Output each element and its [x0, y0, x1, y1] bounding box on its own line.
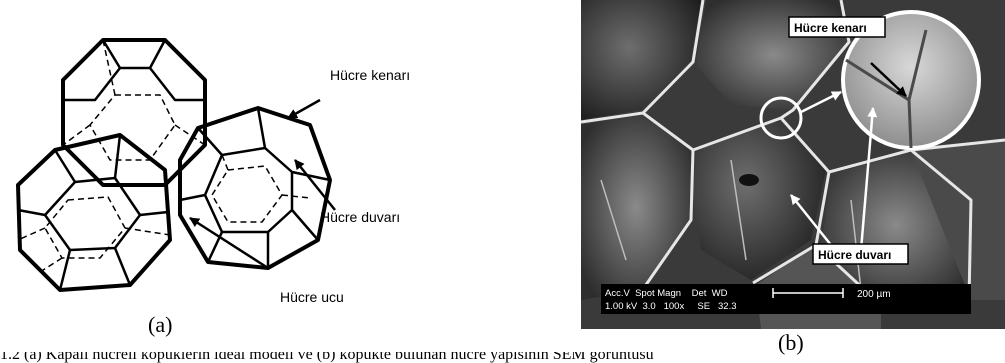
sem-micrograph: Hücre kenarı Hücre duvarı Acc.V Spot Mag… [581, 0, 1005, 329]
databar-values: 1.00 kV 3.0 100x SE 32.3 [605, 301, 737, 312]
arrow-cell-tip [190, 218, 268, 268]
label-cell-wall-a: Hücre duvarı [320, 209, 400, 225]
label-cell-edge-a: Hücre kenarı [330, 67, 410, 83]
sublabel-a: (a) [148, 312, 172, 338]
panel-b-sem-image: Hücre kenarı Hücre duvarı Acc.V Spot Mag… [581, 0, 1005, 329]
label-cell-wall-b: Hücre duvarı [818, 248, 891, 262]
cell-bottom-left [18, 135, 170, 290]
cell-top-left [63, 40, 205, 185]
scale-bar-label: 200 µm [857, 289, 891, 300]
databar-header: Acc.V Spot Magn Det WD [605, 288, 728, 299]
figure-caption-fragment: 1.2 (a) Kapalı hücreli köpüklerin ideal … [0, 352, 1005, 363]
label-cell-tip-a: Hücre ucu [280, 289, 344, 305]
cell-right [180, 108, 330, 268]
panel-a-foam-model: Hücre kenarı Hücre duvarı Hücre ucu (a) [0, 0, 470, 340]
label-cell-edge-b: Hücre kenarı [794, 21, 867, 35]
arrow-cell-edge [288, 100, 320, 118]
foam-cell-drawing: Hücre kenarı Hücre duvarı Hücre ucu [0, 0, 470, 340]
